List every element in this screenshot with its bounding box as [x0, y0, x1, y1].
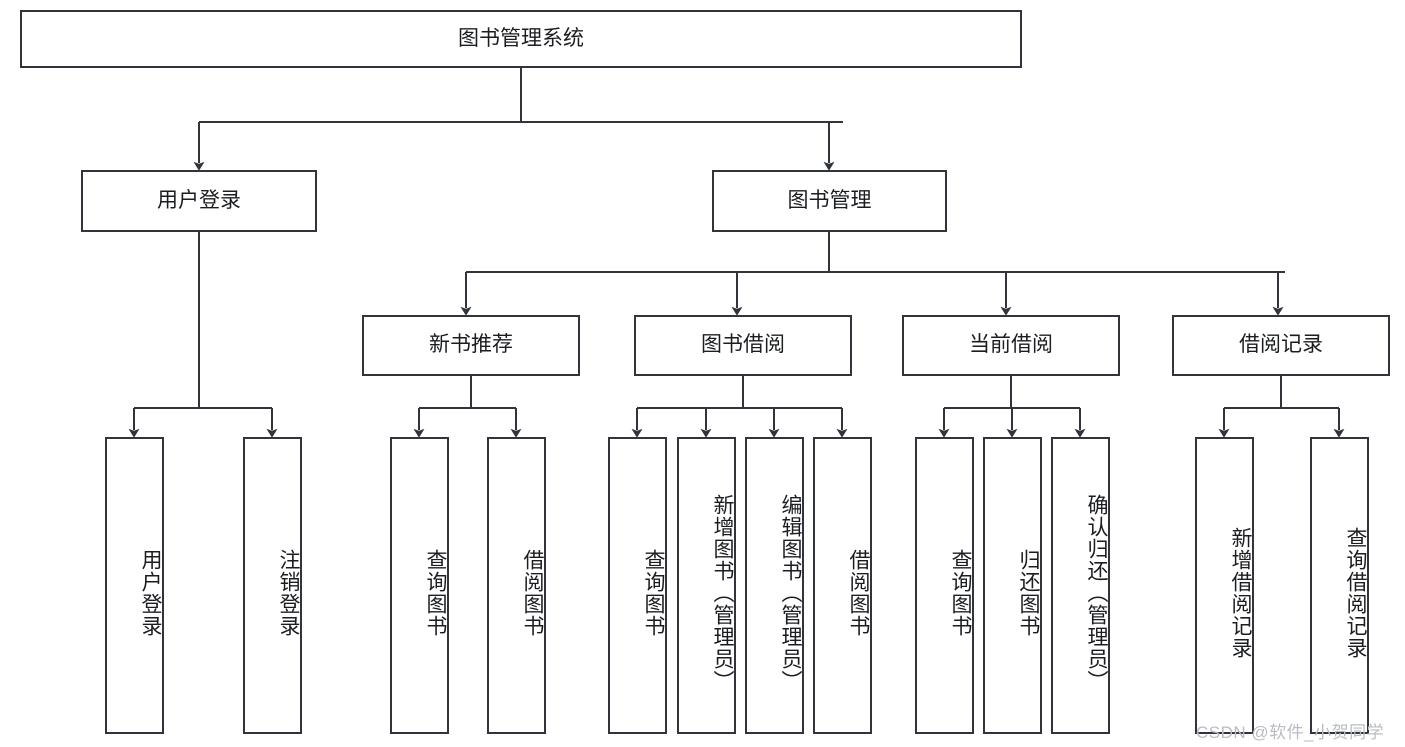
node-label: 查询图书: [642, 548, 665, 637]
node-label: 用户登录: [157, 188, 241, 212]
node-book-borrow[interactable]: 图书借阅: [634, 315, 852, 376]
node-leaf-add-book-admin[interactable]: 新增图书（管理员）: [677, 437, 736, 734]
node-user-login[interactable]: 用户登录: [81, 170, 317, 232]
node-label: 借阅记录: [1239, 333, 1323, 357]
node-leaf-query-borrow-record[interactable]: 查询借阅记录: [1310, 437, 1369, 734]
node-label: 新书推荐: [429, 333, 513, 357]
node-current-borrow[interactable]: 当前借阅: [902, 315, 1120, 376]
node-leaf-borrow-book-new[interactable]: 借阅图书: [487, 437, 546, 734]
node-label: 归还图书: [1017, 548, 1040, 637]
node-label: 编辑图书（管理员）: [779, 493, 802, 692]
node-root-label: 图书管理系统: [458, 26, 584, 50]
csdn-watermark: CSDN @软件_小贺同学: [1196, 723, 1385, 742]
node-label: 确认归还（管理员）: [1085, 493, 1108, 692]
node-leaf-user-login[interactable]: 用户登录: [105, 437, 164, 734]
node-label: 查询图书: [949, 548, 972, 637]
node-leaf-query-book-current[interactable]: 查询图书: [915, 437, 974, 734]
node-leaf-return-book[interactable]: 归还图书: [983, 437, 1042, 734]
node-label: 新增借阅记录: [1229, 526, 1252, 659]
node-leaf-edit-book-admin[interactable]: 编辑图书（管理员）: [745, 437, 804, 734]
node-borrow-record[interactable]: 借阅记录: [1172, 315, 1390, 376]
node-new-book-recommend[interactable]: 新书推荐: [362, 315, 580, 376]
node-leaf-borrow-book[interactable]: 借阅图书: [813, 437, 872, 734]
node-leaf-confirm-return-admin[interactable]: 确认归还（管理员）: [1051, 437, 1110, 734]
node-label: 图书借阅: [701, 333, 785, 357]
node-leaf-query-book-borrow[interactable]: 查询图书: [608, 437, 667, 734]
node-label: 注销登录: [277, 548, 300, 637]
node-label: 当前借阅: [969, 333, 1053, 357]
node-label: 查询借阅记录: [1344, 526, 1367, 659]
node-label: 图书管理: [787, 188, 872, 212]
node-leaf-query-book-new[interactable]: 查询图书: [390, 437, 449, 734]
node-leaf-add-borrow-record[interactable]: 新增借阅记录: [1195, 437, 1254, 734]
node-label: 新增图书（管理员）: [711, 493, 734, 692]
node-book-management[interactable]: 图书管理: [712, 170, 947, 232]
node-label: 查询图书: [424, 548, 447, 637]
node-label: 借阅图书: [521, 548, 544, 637]
node-root-system[interactable]: 图书管理系统: [20, 10, 1022, 68]
node-leaf-logout[interactable]: 注销登录: [243, 437, 302, 734]
node-label: 用户登录: [139, 548, 162, 637]
node-label: 借阅图书: [847, 548, 870, 637]
